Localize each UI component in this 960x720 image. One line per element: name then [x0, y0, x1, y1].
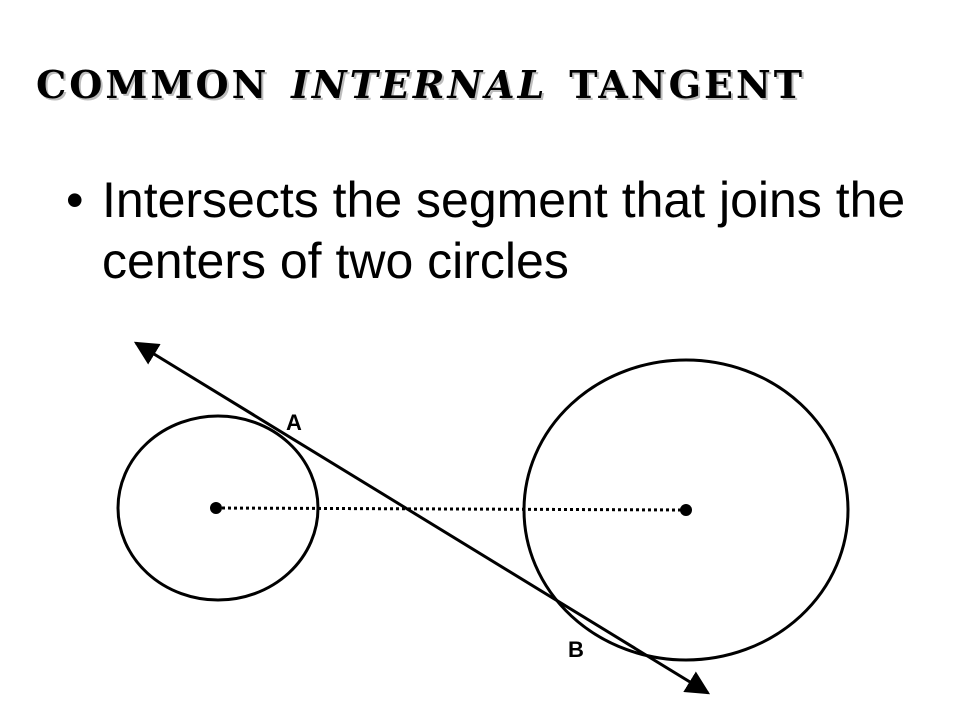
slide-title-emphasis: Internal [291, 47, 548, 111]
slide-title-part2: Tangent [547, 47, 806, 111]
bullet-list: • Intersects the segment that joins the … [66, 170, 926, 292]
bullet-item: • Intersects the segment that joins the … [66, 170, 926, 292]
point-label-a: A [286, 410, 302, 435]
slide-title: Common Internal Tangent [36, 52, 805, 106]
center-segment [215, 506, 687, 512]
large-circle-center-point [680, 504, 692, 516]
point-label-b: B [568, 637, 584, 662]
small-circle-center-point [210, 502, 222, 514]
slide-title-part1: Common [36, 47, 292, 111]
bullet-text: Intersects the segment that joins the ce… [102, 172, 906, 289]
bullet-marker: • [66, 172, 84, 228]
internal-tangent-line [133, 341, 711, 695]
